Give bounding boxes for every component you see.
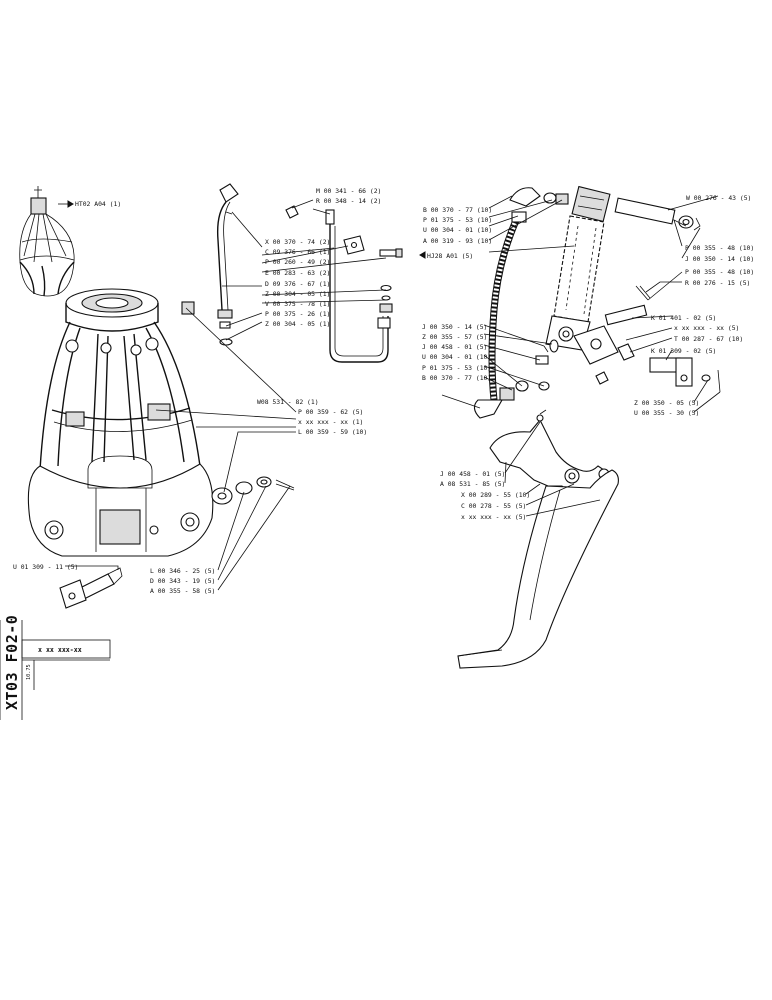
callout-label: B 00 370 - 77 (10): [422, 374, 491, 382]
code-box-text: x xx xxx-xx: [38, 646, 82, 654]
callout-label: Z 00 350 - 05 (5): [634, 399, 699, 407]
callout-label: J 00 350 - 14 (5): [422, 323, 487, 331]
callout-label: x xx xxx - xx (5): [674, 324, 739, 332]
callout-label: P 01 375 - 53 (10): [422, 364, 491, 372]
callout-label: U 00 355 - 30 (5): [634, 409, 699, 417]
callout-label: R 00 348 - 14 (2): [316, 197, 381, 205]
callout-label: J 00 458 - 01 (5): [440, 470, 505, 478]
callout-label: x xx xxx - xx (5): [461, 513, 526, 521]
callout-label: P 00 375 - 26 (1): [265, 310, 330, 318]
callout-label: X 00 289 - 55 (10): [461, 491, 530, 499]
callout-label: D 09 376 - 67 (1): [265, 280, 330, 288]
callout-label: A 00 355 - 58 (5): [150, 587, 215, 595]
callout-label: E 00 283 - 63 (2): [265, 269, 330, 277]
callout-label: W08 531 - 82 (1): [257, 398, 319, 406]
callout-label: L 00 359 - 59 (10): [298, 428, 367, 436]
callout-label: B 00 370 - 77 (10): [423, 206, 492, 214]
callout-label: X 00 370 - 74 (2): [265, 238, 330, 246]
sheet-frame: [0, 620, 111, 720]
callout-label: L 00 346 - 25 (5): [150, 567, 215, 575]
cylinder-ref-label: HJ28 A01 (5): [427, 252, 473, 260]
callout-label: K 01 401 - 02 (5): [651, 314, 716, 322]
callout-label: P 00 260 - 49 (2): [265, 258, 330, 266]
callout-label: U 00 304 - 01 (10): [422, 353, 491, 361]
callout-label: W 00 276 - 43 (5): [686, 194, 751, 202]
callout-label: x xx xxx - xx (1): [298, 418, 363, 426]
callout-label: P 00 355 - 48 (10): [685, 268, 754, 276]
callout-label: U 00 304 - 01 (10): [423, 226, 492, 234]
callout-label: R 00 276 - 15 (5): [685, 279, 750, 287]
callout-label: T 00 287 - 67 (10): [674, 335, 743, 343]
callout-label: J 00 458 - 01 (5): [422, 343, 487, 351]
tooth-drawing: [457, 409, 619, 669]
callout-label: P 01 375 - 53 (10): [423, 216, 492, 224]
pipe-assembly-drawing: [216, 183, 403, 363]
callout-label: A 00 319 - 93 (10): [423, 237, 492, 245]
date-code: 10.75: [26, 664, 32, 680]
callout-label: D 00 343 - 19 (5): [150, 577, 215, 585]
grab-ref-label: HT02 A04 (1): [75, 200, 121, 208]
cylinder-drawing: [473, 185, 721, 419]
callout-label: M 00 341 - 66 (2): [316, 187, 381, 195]
leader-lines: [65, 195, 721, 591]
callout-labels: M 00 341 - 66 (2) R 00 348 - 14 (2) X 00…: [13, 187, 754, 595]
callout-label: Z 00 304 - 05 (1): [265, 320, 330, 328]
callout-label: C 09 376 - 66 (1): [265, 248, 330, 256]
callout-label: A 08 531 - 85 (5): [440, 480, 505, 488]
callout-label: C 00 278 - 55 (5): [461, 502, 526, 510]
callout-label: K 01 309 - 02 (5): [651, 347, 716, 355]
cylinder-ref-arrow: [419, 251, 426, 259]
grab-reference-drawing: [19, 186, 75, 297]
callout-label: Z 00 304 - 05 (1): [265, 290, 330, 298]
pin-washer-parts: [59, 476, 295, 609]
grab-body-drawing: [27, 288, 214, 557]
sheet-title: XT03 F02-0: [3, 615, 21, 710]
callout-label: U 01 309 - 11 (5): [13, 563, 78, 571]
callout-label: J 00 350 - 14 (10): [685, 255, 754, 263]
callout-label: V 00 375 - 78 (1): [265, 300, 330, 308]
callout-label: P 00 359 - 62 (5): [298, 408, 363, 416]
callout-label: Z 00 355 - 57 (5): [422, 333, 487, 341]
callout-label: P 00 355 - 48 (10): [685, 244, 754, 252]
